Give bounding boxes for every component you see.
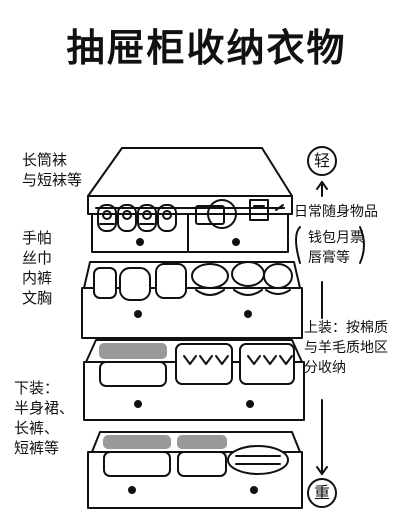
label-socks-line-1: 长筒袜 — [22, 151, 68, 169]
scale-heavy-marker: 重 — [307, 478, 337, 508]
scale-light-marker: 轻 — [307, 146, 337, 176]
label-personal-examples-line-2: 唇膏等 — [308, 250, 350, 266]
label-socks: 长筒袜 与短袜等 — [22, 150, 82, 190]
label-bottoms-line-4: 短裤等 — [14, 439, 60, 457]
personal-items-pointer — [275, 204, 284, 211]
label-bottoms-line-2: 半身裙、 — [14, 399, 75, 417]
personal-examples-left-paren — [295, 226, 301, 264]
drawer-1-socks-and-items — [87, 147, 293, 253]
label-tops-line-2: 与羊毛质地区 — [304, 340, 388, 356]
weight-scale-arrow — [316, 181, 328, 475]
drawer-4-knob-right — [250, 486, 258, 494]
label-personal-items: 日常随身物品 — [294, 204, 378, 220]
label-tops-line-1: 上装：按棉质 — [304, 320, 388, 336]
personal-items-compartment — [195, 199, 269, 229]
label-socks-line-2: 与短袜等 — [22, 171, 83, 189]
label-tops: 上装：按棉质 与羊毛质地区 分收纳 — [304, 318, 388, 378]
label-personal-examples: 钱包月票 唇膏等 — [308, 228, 364, 268]
label-accessories: 手帕 丝巾 内裤 文胸 — [22, 228, 52, 308]
sock-rolls — [97, 204, 177, 232]
drawer-4-bottoms — [87, 431, 303, 509]
label-accessories-line-3: 内裤 — [22, 269, 53, 287]
personal-examples-right-paren — [359, 226, 365, 264]
label-tops-line-3: 分收纳 — [304, 360, 346, 376]
page-title: 抽屉柜收纳衣物 — [66, 26, 347, 70]
label-accessories-line-1: 手帕 — [22, 229, 53, 247]
drawer-2-knob-right — [244, 310, 252, 318]
drawer-1-knob-right — [232, 238, 240, 246]
drawer-2-knob-left — [134, 310, 142, 318]
label-accessories-line-2: 丝巾 — [22, 249, 53, 267]
label-bottoms: 下装： 半身裙、 长裤、 短裤等 — [14, 378, 74, 458]
label-bottoms-line-1: 下装： — [14, 379, 60, 397]
drawer-3-knob-right — [246, 400, 254, 408]
drawer-3-knob-left — [134, 400, 142, 408]
label-personal-examples-line-1: 钱包月票 — [308, 230, 364, 246]
label-bottoms-line-3: 长裤、 — [14, 419, 60, 437]
drawer-1-knob-left — [136, 238, 144, 246]
drawer-2-small-accessories — [81, 261, 303, 339]
drawer-3-tops — [83, 339, 305, 421]
drawer-4-knob-left — [128, 486, 136, 494]
label-accessories-line-4: 文胸 — [22, 289, 53, 307]
